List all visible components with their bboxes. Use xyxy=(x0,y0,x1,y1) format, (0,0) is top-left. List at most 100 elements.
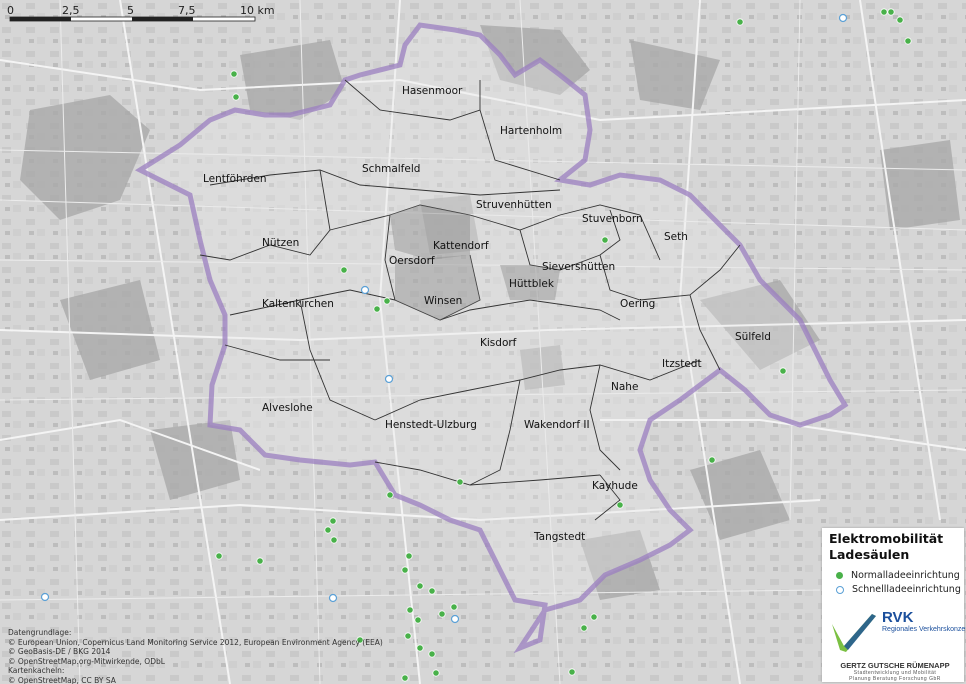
charger-normal[interactable] xyxy=(324,526,332,534)
charger-normal[interactable] xyxy=(406,606,414,614)
scale-tick-10km: 10 km xyxy=(240,4,275,17)
charger-normal[interactable] xyxy=(736,18,744,26)
credits-line-1: © European Union, Copernicus Land Monito… xyxy=(8,637,383,647)
charger-normal[interactable] xyxy=(416,644,424,652)
label-itzstedt: Itzstedt xyxy=(662,358,702,370)
charger-normal[interactable] xyxy=(601,236,609,244)
charger-normal[interactable] xyxy=(404,632,412,640)
charger-normal[interactable] xyxy=(373,305,381,313)
charger-normal[interactable] xyxy=(401,566,409,574)
charger-normal[interactable] xyxy=(708,456,716,464)
charger-normal[interactable] xyxy=(580,624,588,632)
charger-fast[interactable] xyxy=(384,374,394,384)
rvk-brand: RVK xyxy=(882,609,914,626)
charger-fast[interactable] xyxy=(450,614,460,624)
label-kisdorf: Kisdorf xyxy=(480,337,517,349)
label-alveslohe: Alveslohe xyxy=(262,402,313,414)
charger-fast[interactable] xyxy=(838,13,848,23)
charger-normal[interactable] xyxy=(215,552,223,560)
charger-normal[interactable] xyxy=(401,674,409,682)
company-sub-line2: Planung Beratung Forschung GbR xyxy=(849,676,941,682)
municipality-labels: Hasenmoor Hartenholm Schmalfeld Lentföhr… xyxy=(203,85,771,543)
charger-normal[interactable] xyxy=(887,8,895,16)
charger-normal[interactable] xyxy=(256,557,264,565)
label-lentfoehrden: Lentföhrden xyxy=(203,173,267,185)
green-dot-icon xyxy=(836,572,843,579)
scale-bar: 0 2,5 5 7,5 10 km xyxy=(7,4,275,22)
label-kayhude: Kayhude xyxy=(592,480,638,492)
legend-row-normal: Normalladeeinrichtung xyxy=(836,570,960,581)
scale-tick-5: 5 xyxy=(127,4,134,17)
legend: Elektromobilität Ladesäulen Normalladeei… xyxy=(822,528,964,682)
fast-charger-icon xyxy=(836,585,844,594)
charger-normal[interactable] xyxy=(616,501,624,509)
label-nuetzen: Nützen xyxy=(262,237,299,249)
charger-fast[interactable] xyxy=(40,592,50,602)
label-stuvenborn: Stuvenborn xyxy=(582,213,643,225)
label-kaltenkirchen: Kaltenkirchen xyxy=(262,298,334,310)
charger-normal[interactable] xyxy=(432,669,440,677)
charger-normal[interactable] xyxy=(416,582,424,590)
credits-line-2: © GeoBasis-DE / BKG 2014 xyxy=(8,647,111,656)
fast-charging-stations xyxy=(40,13,848,624)
label-winsen: Winsen xyxy=(424,295,462,307)
label-tangstedt: Tangstedt xyxy=(533,531,585,543)
charger-normal[interactable] xyxy=(232,93,240,101)
charger-normal[interactable] xyxy=(329,517,337,525)
charger-normal[interactable] xyxy=(779,367,787,375)
label-struvenhuetten: Struvenhütten xyxy=(476,199,552,211)
legend-normal-label: Normalladeeinrichtung xyxy=(851,570,960,581)
highlighted-municipalities xyxy=(390,205,560,320)
rvk-sub-line1: Regionales Verkehrskonze xyxy=(882,626,966,633)
charger-normal[interactable] xyxy=(383,297,391,305)
legend-title: Elektromobilität Ladesäulen xyxy=(829,531,943,563)
label-sievershuetten: Sievershütten xyxy=(542,261,615,273)
label-huettblek: Hüttblek xyxy=(509,278,555,290)
credits-line-3: © OpenStreetMap.org-Mitwirkende, ODbL xyxy=(8,656,165,666)
charger-normal[interactable] xyxy=(904,37,912,45)
charger-normal[interactable] xyxy=(450,603,458,611)
company-sub-line1: Stadtentwicklung und Mobilität xyxy=(853,670,937,676)
charger-normal[interactable] xyxy=(230,70,238,78)
rvk-logo xyxy=(832,614,876,652)
legend-title-line1: Elektromobilität xyxy=(829,531,944,546)
rvk-brand-subtitle: Regionales Verkehrskonze xyxy=(882,626,965,634)
label-hartenholm: Hartenholm xyxy=(500,125,562,137)
credits-line-4: Kartenkacheln: xyxy=(8,666,65,675)
scale-tick-0: 0 xyxy=(7,4,14,17)
label-oering: Oering xyxy=(620,298,655,310)
label-kattendorf: Kattendorf xyxy=(433,240,489,252)
charger-normal[interactable] xyxy=(896,16,904,24)
label-schmalfeld: Schmalfeld xyxy=(362,163,420,175)
charger-normal[interactable] xyxy=(568,668,576,676)
legend-fast-label: Schnellladeeinrichtung xyxy=(852,584,961,595)
charger-normal[interactable] xyxy=(590,613,598,621)
charger-normal[interactable] xyxy=(340,266,348,274)
charger-normal[interactable] xyxy=(405,552,413,560)
charger-normal[interactable] xyxy=(386,491,394,499)
charger-normal[interactable] xyxy=(414,616,422,624)
label-hasenmoor: Hasenmoor xyxy=(402,85,463,97)
charger-normal[interactable] xyxy=(438,610,446,618)
credits-line-5: © OpenStreetMap, CC BY SA xyxy=(8,675,116,684)
charger-fast[interactable] xyxy=(328,593,338,603)
charger-normal[interactable] xyxy=(456,478,464,486)
charger-normal[interactable] xyxy=(330,536,338,544)
label-wakendorf-ii: Wakendorf II xyxy=(524,419,590,431)
charger-normal[interactable] xyxy=(428,587,436,595)
district-boundary xyxy=(134,22,849,654)
company-subtitle: Stadtentwicklung und Mobilität Planung B… xyxy=(828,670,962,682)
forest-areas xyxy=(20,25,960,600)
charger-normal[interactable] xyxy=(880,8,888,16)
scale-tick-2-5: 2,5 xyxy=(62,4,80,17)
company-name: GERTZ GUTSCHE RÜMENAPP xyxy=(840,661,950,670)
charger-normal[interactable] xyxy=(356,636,364,644)
charger-normal[interactable] xyxy=(428,650,436,658)
label-nahe: Nahe xyxy=(611,381,638,393)
label-henstedt-ulzburg: Henstedt-Ulzburg xyxy=(385,419,477,431)
charger-fast[interactable] xyxy=(360,285,370,295)
